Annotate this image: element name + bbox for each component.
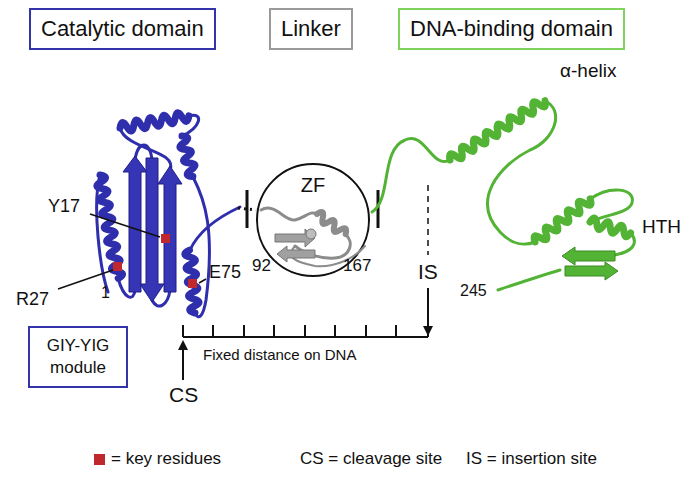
residue-label: E75 xyxy=(209,262,241,283)
beta-strands xyxy=(123,156,182,302)
cleavage-site-arrow xyxy=(182,342,184,380)
key-residues xyxy=(113,234,197,288)
catalytic-ribbon xyxy=(95,111,240,317)
domain-box: DNA-binding domain xyxy=(398,8,625,50)
residue-number: 167 xyxy=(343,256,371,276)
zinc-finger-label: ZF xyxy=(255,162,371,197)
dna-binding-ribbon xyxy=(372,96,634,290)
box-label: Catalytic domain xyxy=(41,16,204,41)
residue-number: 1 xyxy=(101,284,110,302)
structure-label: α-helix xyxy=(560,60,616,82)
legend-text: = key residues xyxy=(111,449,221,468)
box-label: GIY-YIG module xyxy=(47,336,110,377)
box-label: DNA-binding domain xyxy=(410,16,613,41)
residue-label: R27 xyxy=(16,289,49,310)
residue-label: Y17 xyxy=(48,196,80,217)
structure-label: HTH xyxy=(642,216,681,238)
site-label: IS xyxy=(418,260,438,284)
legend-swatch xyxy=(94,454,105,465)
legend-note: CS = cleavage site xyxy=(300,449,442,469)
box-label: Linker xyxy=(281,16,341,41)
insertion-site-line xyxy=(427,185,429,255)
module-box: GIY-YIG module xyxy=(28,326,128,388)
dna-ruler xyxy=(183,325,428,337)
legend-note: IS = insertion site xyxy=(466,449,597,469)
green-strands xyxy=(562,247,618,280)
residue-number: 92 xyxy=(252,256,271,276)
site-label: CS xyxy=(169,383,198,407)
domain-box: Linker xyxy=(269,8,353,50)
domain-box: Catalytic domain xyxy=(29,8,216,50)
ruler-label: Fixed distance on DNA xyxy=(203,346,356,363)
legend-item: = key residues xyxy=(94,449,221,469)
leader-lines xyxy=(58,214,206,289)
residue-number: 245 xyxy=(460,282,487,300)
